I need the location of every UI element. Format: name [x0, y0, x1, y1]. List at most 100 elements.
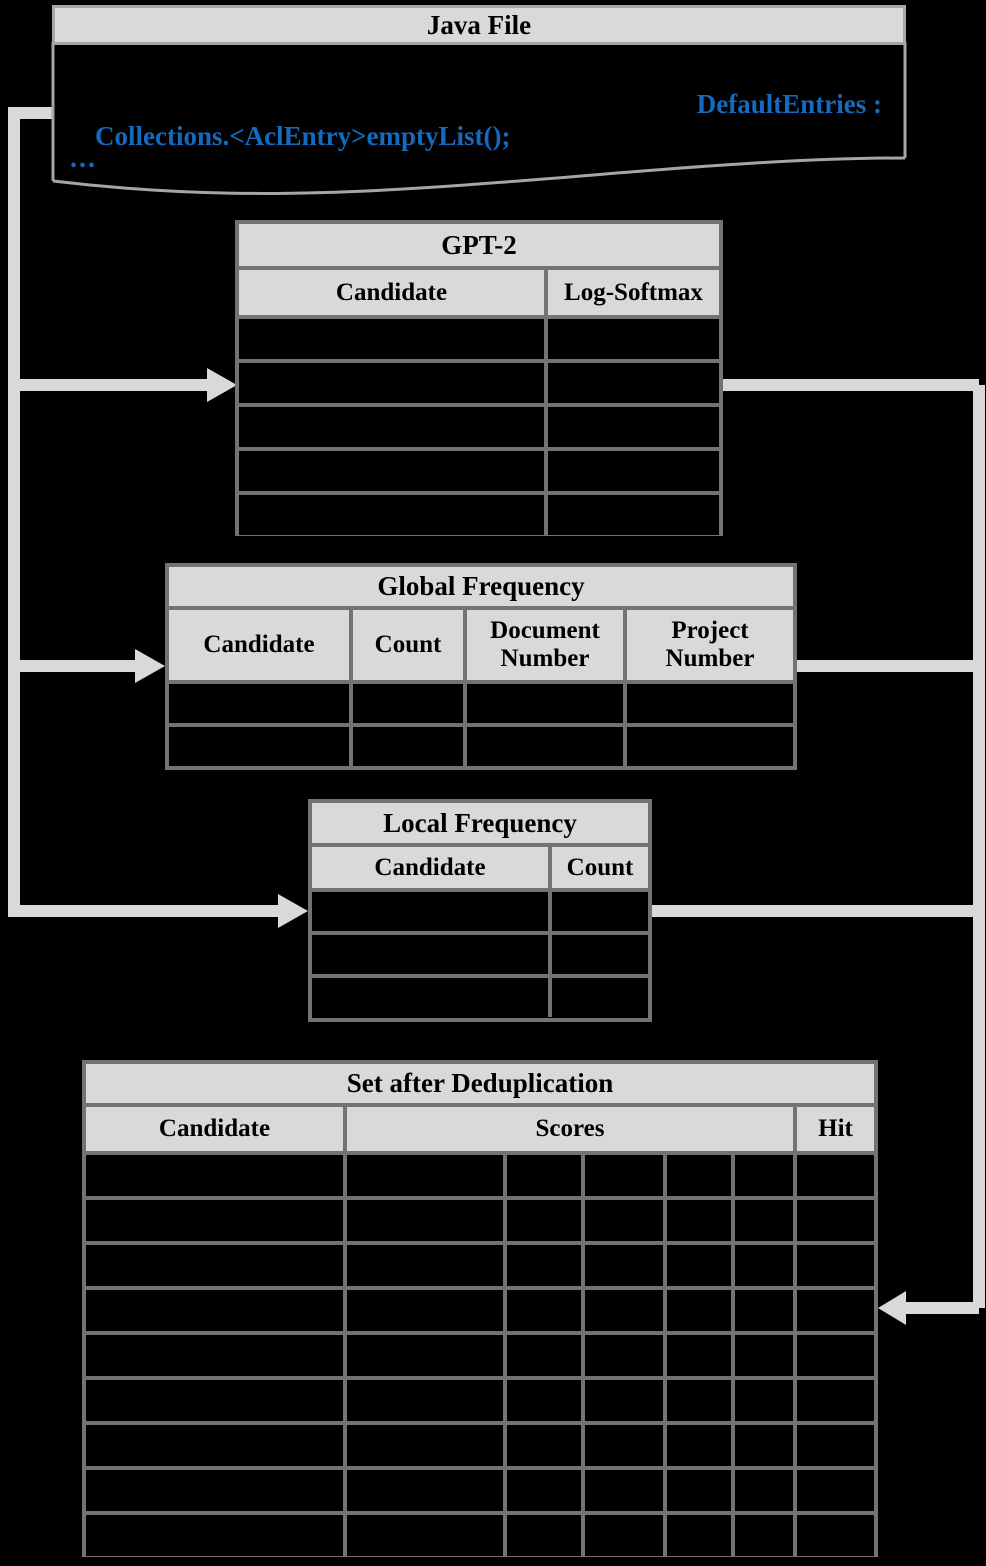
- table-cell: [667, 1470, 735, 1511]
- table-cell: [797, 1155, 874, 1196]
- table-cell: [507, 1245, 585, 1286]
- table-cell: [797, 1515, 874, 1556]
- table-row: [312, 935, 648, 978]
- table-row: [86, 1335, 874, 1380]
- table-row: [86, 1515, 874, 1556]
- table-cell: [667, 1515, 735, 1556]
- table-cell: [312, 892, 552, 931]
- table-cell: [735, 1245, 797, 1286]
- table-row: [86, 1470, 874, 1515]
- table-row: [86, 1155, 874, 1200]
- table-cell: [552, 892, 648, 931]
- table-cell: [507, 1515, 585, 1556]
- table-cell: [797, 1425, 874, 1466]
- table-cell: [735, 1425, 797, 1466]
- table-cell: [585, 1290, 667, 1331]
- table-cell: [552, 935, 648, 974]
- dedup-column-candidate: Candidate: [86, 1107, 347, 1151]
- table-cell: [548, 495, 719, 535]
- dedup-table-body: [86, 1155, 874, 1556]
- table-cell: [797, 1470, 874, 1511]
- table-cell: [585, 1425, 667, 1466]
- table-cell: [585, 1245, 667, 1286]
- table-cell: [86, 1155, 347, 1196]
- local-column-count: Count: [552, 847, 648, 888]
- table-cell: [667, 1290, 735, 1331]
- java-file-title: Java File: [52, 5, 906, 45]
- global-frequency-table-title: Global Frequency: [169, 567, 793, 610]
- arrow-icon-into-gpt2: [207, 368, 237, 402]
- table-cell: [667, 1245, 735, 1286]
- table-cell: [347, 1380, 507, 1421]
- table-cell: [239, 495, 548, 535]
- gpt2-table-body: [239, 319, 719, 535]
- table-cell: [347, 1290, 507, 1331]
- table-cell: [667, 1425, 735, 1466]
- table-cell: [312, 978, 552, 1017]
- table-cell: [347, 1425, 507, 1466]
- table-cell: [507, 1200, 585, 1241]
- table-cell: [797, 1200, 874, 1241]
- table-cell: [735, 1470, 797, 1511]
- table-cell: [507, 1335, 585, 1376]
- table-cell: [548, 451, 719, 491]
- global-column-project-number: Project Number: [627, 610, 793, 680]
- table-cell: [347, 1515, 507, 1556]
- table-cell: [797, 1380, 874, 1421]
- global-frequency-table: Global Frequency Candidate Count Documen…: [165, 563, 797, 770]
- table-cell: [347, 1155, 507, 1196]
- table-cell: [552, 978, 648, 1017]
- table-cell: [735, 1380, 797, 1421]
- table-cell: [585, 1380, 667, 1421]
- table-cell: [507, 1380, 585, 1421]
- table-cell: [667, 1380, 735, 1421]
- table-row: [239, 319, 719, 363]
- global-column-candidate: Candidate: [169, 610, 353, 680]
- table-cell: [735, 1155, 797, 1196]
- table-cell: [86, 1470, 347, 1511]
- table-cell: [548, 407, 719, 447]
- local-frequency-table-body: [312, 892, 648, 1017]
- table-cell: [585, 1200, 667, 1241]
- global-column-document-number: Document Number: [467, 610, 627, 680]
- table-row: [86, 1290, 874, 1335]
- table-cell: [353, 727, 467, 766]
- table-cell: [735, 1335, 797, 1376]
- arrow-icon-into-dedup: [878, 1291, 906, 1325]
- gpt2-table: GPT-2 Candidate Log-Softmax: [235, 220, 723, 536]
- table-cell: [548, 363, 719, 403]
- table-cell: [548, 319, 719, 359]
- table-cell: [467, 684, 627, 723]
- table-cell: [169, 727, 353, 766]
- table-cell: [86, 1515, 347, 1556]
- local-frequency-table-title: Local Frequency: [312, 803, 648, 847]
- global-column-count: Count: [353, 610, 467, 680]
- table-cell: [585, 1515, 667, 1556]
- table-cell: [507, 1470, 585, 1511]
- table-cell: [347, 1200, 507, 1241]
- table-cell: [353, 684, 467, 723]
- dedup-table: Set after Deduplication Candidate Scores…: [82, 1060, 878, 1557]
- java-file-box: Java File DefaultEntries : Collections.<…: [52, 5, 906, 195]
- table-cell: [312, 935, 552, 974]
- table-row: [239, 495, 719, 535]
- table-cell: [347, 1245, 507, 1286]
- table-cell: [667, 1155, 735, 1196]
- global-frequency-table-body: [169, 684, 793, 766]
- table-row: [86, 1200, 874, 1245]
- table-cell: [667, 1200, 735, 1241]
- table-row: [239, 407, 719, 451]
- code-line-collections-emptylist: Collections.<AclEntry>emptyList();: [95, 121, 511, 151]
- table-row: [312, 892, 648, 935]
- table-cell: [735, 1515, 797, 1556]
- table-cell: [86, 1245, 347, 1286]
- local-column-candidate: Candidate: [312, 847, 552, 888]
- gpt2-column-candidate: Candidate: [239, 270, 548, 315]
- table-cell: [86, 1425, 347, 1466]
- table-cell: [507, 1155, 585, 1196]
- table-cell: [347, 1335, 507, 1376]
- arrow-icon-into-local-frequency: [278, 894, 308, 928]
- table-row: [169, 727, 793, 766]
- table-cell: [585, 1155, 667, 1196]
- code-line-default-entries: DefaultEntries :: [696, 89, 882, 119]
